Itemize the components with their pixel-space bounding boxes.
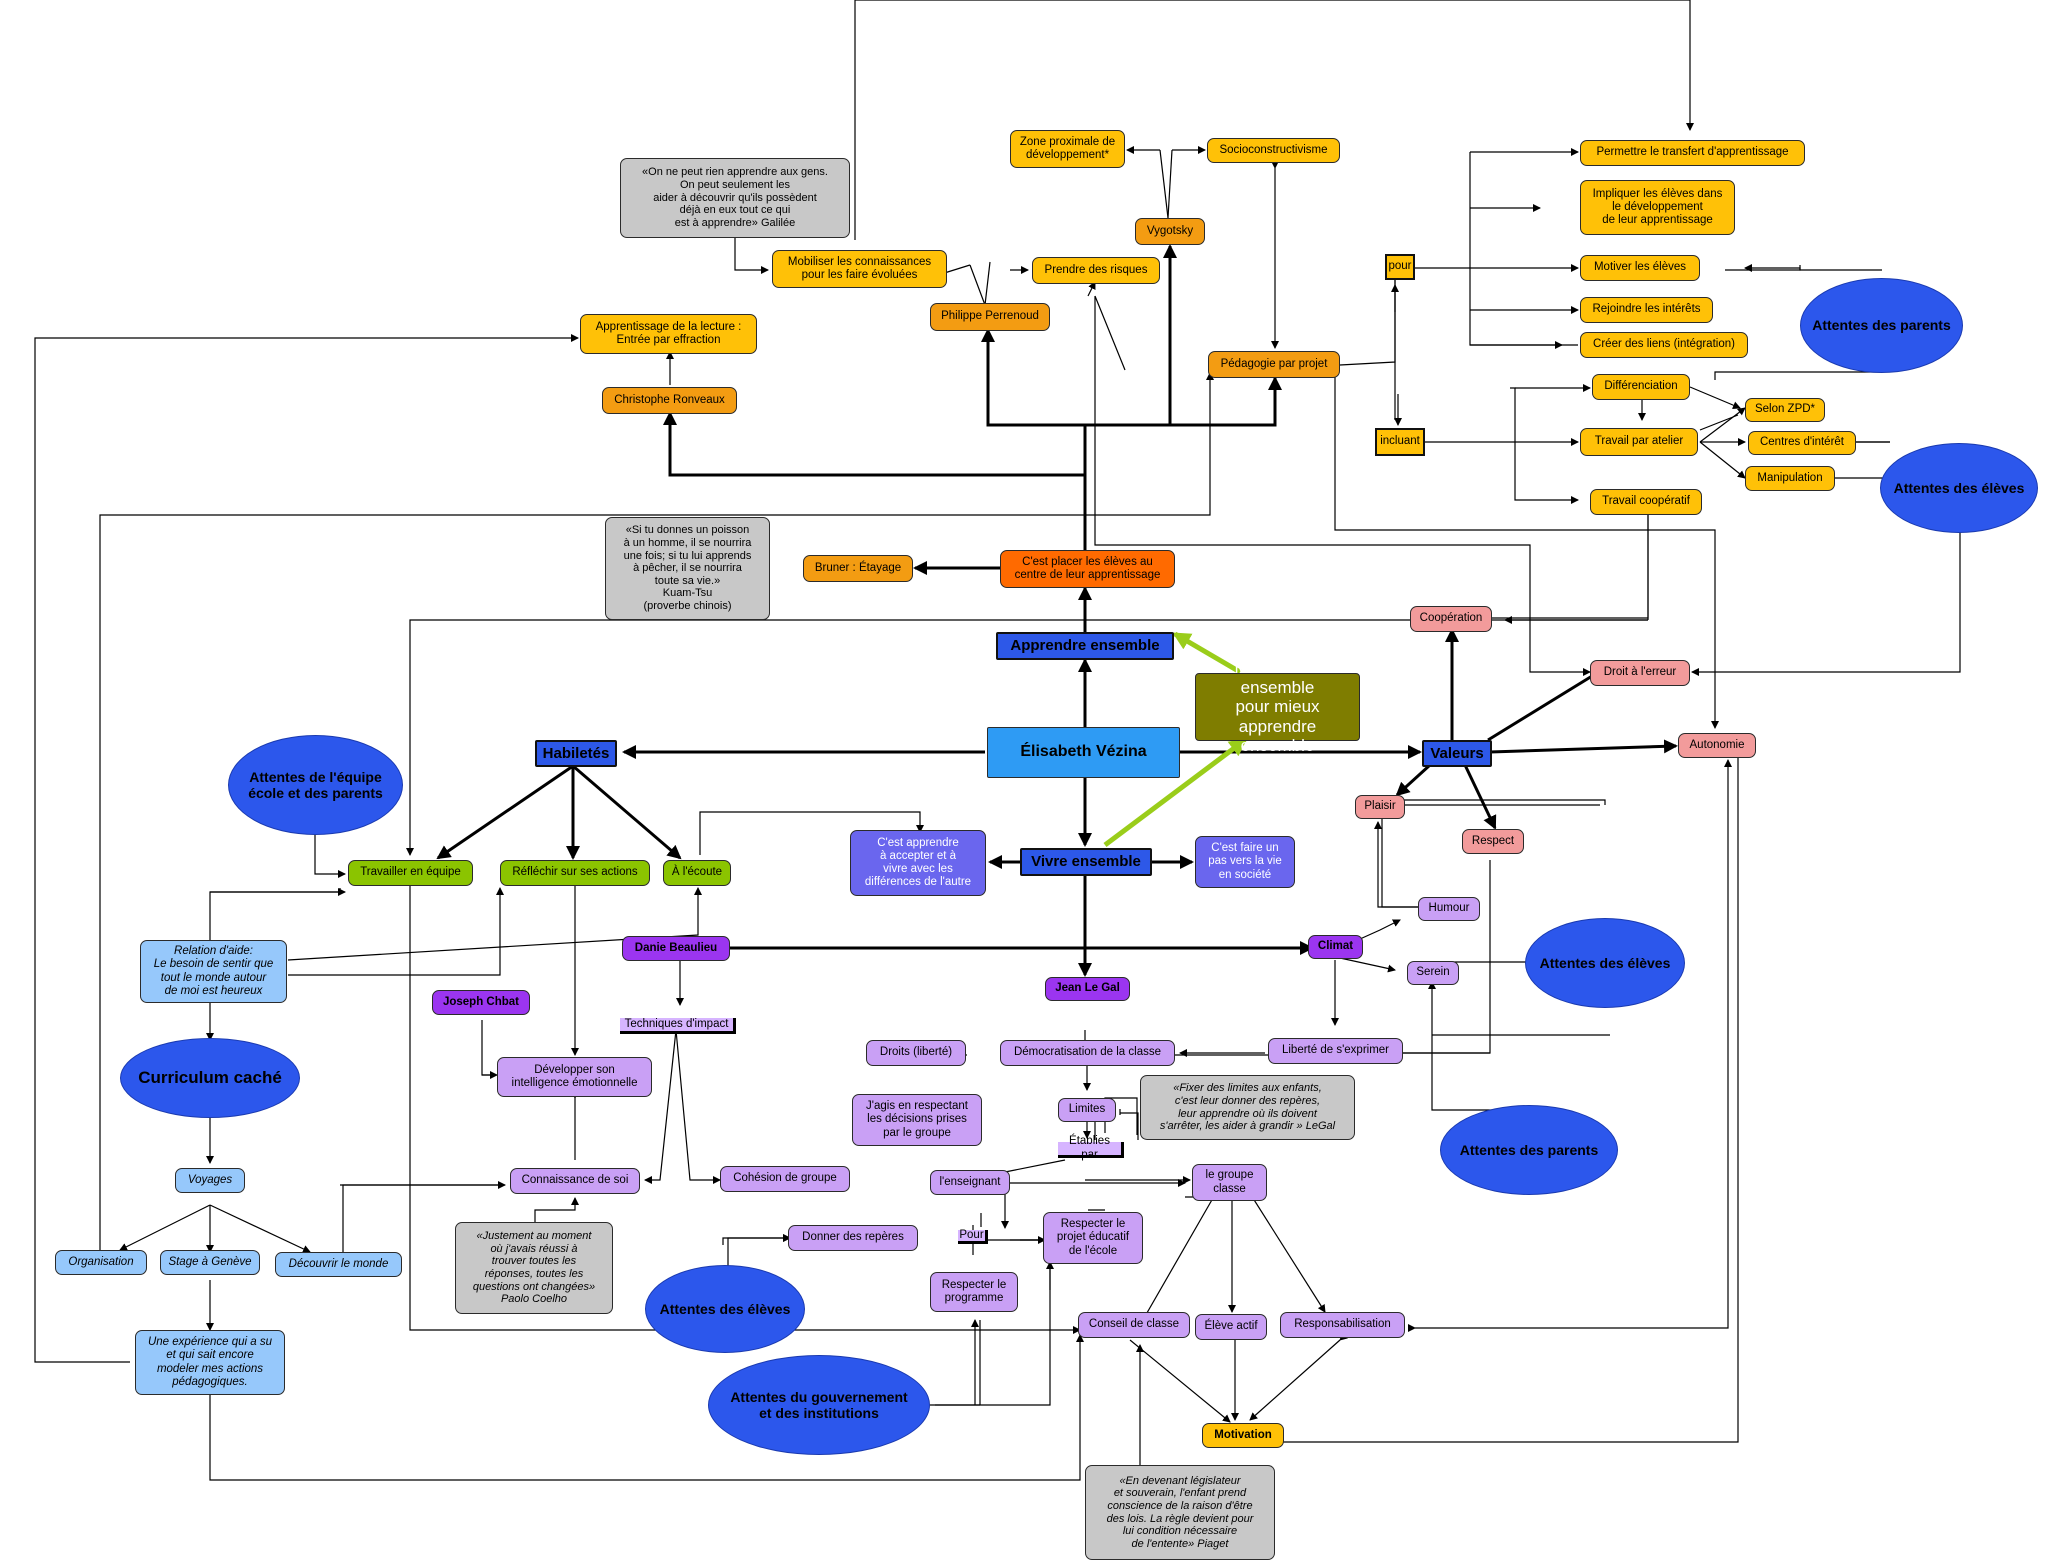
node-jagis-respectant[interactable]: J'agis en respectant les décisions prise… bbox=[852, 1094, 982, 1146]
node-selon-zpd[interactable]: Selon ZPD* bbox=[1745, 398, 1825, 422]
node-donner-reperes[interactable]: Donner des repères bbox=[788, 1225, 918, 1251]
node-techniques-impact[interactable]: Techniques d'impact bbox=[620, 1018, 736, 1034]
node-manipulation[interactable]: Manipulation bbox=[1745, 466, 1835, 491]
node-cohesion-groupe[interactable]: Cohésion de groupe bbox=[720, 1166, 850, 1192]
ellipse-attentes-gouvernement[interactable]: Attentes du gouvernement et des institut… bbox=[708, 1355, 930, 1455]
node-limites[interactable]: Limites bbox=[1058, 1098, 1116, 1122]
node-habiletes[interactable]: Habiletés bbox=[535, 740, 617, 767]
node-humour[interactable]: Humour bbox=[1418, 897, 1480, 921]
node-apprendre-accepter[interactable]: C'est apprendre à accepter et à vivre av… bbox=[850, 830, 986, 896]
node-developper-intelligence[interactable]: Développer son intelligence émotionnelle bbox=[497, 1057, 652, 1097]
node-connaissance-soi[interactable]: Connaissance de soi bbox=[510, 1168, 640, 1194]
node-liberte-exprimer[interactable]: Liberté de s'exprimer bbox=[1268, 1038, 1403, 1064]
quote-paolo-coelho: «Justement au moment où j'avais réussi à… bbox=[455, 1222, 613, 1314]
ellipse-attentes-parents-bottom[interactable]: Attentes des parents bbox=[1440, 1105, 1618, 1195]
node-valeurs[interactable]: Valeurs bbox=[1422, 740, 1492, 767]
node-travail-atelier[interactable]: Travail par atelier bbox=[1580, 428, 1698, 456]
node-pour-small[interactable]: Pour bbox=[958, 1229, 988, 1244]
node-responsabilisation[interactable]: Responsabilisation bbox=[1280, 1312, 1405, 1338]
node-cooperation[interactable]: Coopération bbox=[1410, 606, 1492, 632]
node-organisation[interactable]: Organisation bbox=[55, 1250, 147, 1275]
node-centres-interet[interactable]: Centres d'intérêt bbox=[1748, 431, 1856, 455]
node-zone-proximale[interactable]: Zone proximale de développement* bbox=[1010, 130, 1125, 168]
node-rejoindre-interets[interactable]: Rejoindre les intérêts bbox=[1580, 297, 1713, 323]
node-pour[interactable]: pour bbox=[1385, 254, 1415, 280]
node-climat[interactable]: Climat bbox=[1308, 935, 1363, 959]
node-danie-beaulieu[interactable]: Danie Beaulieu bbox=[622, 936, 730, 961]
node-conseil-classe[interactable]: Conseil de classe bbox=[1078, 1312, 1190, 1338]
node-motivation[interactable]: Motivation bbox=[1202, 1423, 1284, 1448]
node-permettre-transfert[interactable]: Permettre le transfert d'apprentissage bbox=[1580, 140, 1805, 166]
node-reflechir-actions[interactable]: Réfléchir sur ses actions bbox=[500, 860, 650, 886]
node-faire-pas-societe[interactable]: C'est faire un pas vers la vie en sociét… bbox=[1195, 836, 1295, 888]
node-prendre-risques[interactable]: Prendre des risques bbox=[1032, 257, 1160, 284]
node-eleve-actif[interactable]: Élève actif bbox=[1195, 1314, 1267, 1340]
node-bruner-etayage[interactable]: Bruner : Étayage bbox=[803, 555, 913, 582]
node-philippe-perrenoud[interactable]: Philippe Perrenoud bbox=[930, 303, 1050, 331]
node-joseph-chbat[interactable]: Joseph Chbat bbox=[432, 990, 530, 1015]
node-vivre-ensemble[interactable]: Vivre ensemble bbox=[1020, 848, 1152, 876]
node-droit-erreur[interactable]: Droit à l'erreur bbox=[1590, 660, 1690, 686]
ellipse-curriculum-cache[interactable]: Curriculum caché bbox=[120, 1038, 300, 1118]
node-socioconstructivisme[interactable]: Socioconstructivisme bbox=[1207, 138, 1340, 163]
node-travailler-equipe[interactable]: Travailler en équipe bbox=[348, 860, 473, 886]
node-respecter-projet[interactable]: Respecter le projet éducatif de l'école bbox=[1043, 1212, 1143, 1264]
node-motiver-eleves[interactable]: Motiver les élèves bbox=[1580, 255, 1700, 281]
node-travail-cooperatif[interactable]: Travail coopératif bbox=[1590, 489, 1702, 515]
central-node-elisabeth-vezina[interactable]: Élisabeth Vézina bbox=[987, 727, 1180, 778]
node-impliquer-eleves[interactable]: Impliquer les élèves dans le développeme… bbox=[1580, 180, 1735, 235]
node-plaisir[interactable]: Plaisir bbox=[1355, 795, 1405, 819]
node-differenciation[interactable]: Différenciation bbox=[1592, 374, 1690, 400]
ellipse-attentes-eleves-bottom[interactable]: Attentes des élèves bbox=[645, 1265, 805, 1353]
ellipse-attentes-eleves-right[interactable]: Attentes des élèves bbox=[1880, 443, 2038, 533]
node-groupe-classe[interactable]: le groupe classe bbox=[1192, 1164, 1267, 1201]
node-stage-geneve[interactable]: Stage à Genève bbox=[160, 1250, 260, 1275]
node-pedagogie-projet[interactable]: Pédagogie par projet bbox=[1208, 351, 1340, 378]
quote-galilee: «On ne peut rien apprendre aux gens. On … bbox=[620, 158, 850, 238]
node-relation-aide[interactable]: Relation d'aide: Le besoin de sentir que… bbox=[140, 940, 287, 1003]
node-mobiliser-connaissances[interactable]: Mobiliser les connaissances pour les fai… bbox=[772, 250, 947, 288]
ellipse-attentes-equipe-ecole[interactable]: Attentes de l'équipe école et des parent… bbox=[228, 735, 403, 835]
node-enseignant[interactable]: l'enseignant bbox=[930, 1170, 1010, 1195]
node-etablies-par[interactable]: Établies par bbox=[1058, 1135, 1124, 1161]
node-vygotsky[interactable]: Vygotsky bbox=[1135, 218, 1205, 245]
node-a-lecoute[interactable]: À l'écoute bbox=[663, 860, 731, 886]
node-mieux-vivre-ensemble[interactable]: Mieux vivre ensemble pour mieux apprendr… bbox=[1195, 658, 1360, 755]
ellipse-attentes-eleves-mid[interactable]: Attentes des élèves bbox=[1525, 918, 1685, 1008]
ellipse-attentes-parents-top[interactable]: Attentes des parents bbox=[1800, 278, 1963, 373]
node-respect[interactable]: Respect bbox=[1462, 829, 1524, 854]
node-democratisation-classe[interactable]: Démocratisation de la classe bbox=[1000, 1040, 1175, 1066]
node-autonomie[interactable]: Autonomie bbox=[1678, 733, 1756, 758]
quote-kuam-tsu: «Si tu donnes un poisson à un homme, il … bbox=[605, 517, 770, 620]
node-apprendre-ensemble[interactable]: Apprendre ensemble bbox=[996, 632, 1174, 660]
node-respecter-programme[interactable]: Respecter le programme bbox=[930, 1272, 1018, 1312]
node-jean-le-gal[interactable]: Jean Le Gal bbox=[1045, 977, 1130, 1001]
node-serein[interactable]: Serein bbox=[1407, 961, 1459, 985]
quote-legal: «Fixer des limites aux enfants, c'est le… bbox=[1140, 1075, 1355, 1140]
node-christophe-ronveaux[interactable]: Christophe Ronveaux bbox=[602, 387, 737, 414]
node-placer-eleves-centre[interactable]: C'est placer les élèves au centre de leu… bbox=[1000, 550, 1175, 588]
quote-piaget: «En devenant législateur et souverain, l… bbox=[1085, 1465, 1275, 1560]
node-incluant[interactable]: incluant bbox=[1375, 428, 1425, 456]
node-decouvrir-monde[interactable]: Découvrir le monde bbox=[275, 1252, 402, 1277]
node-droits-liberte[interactable]: Droits (liberté) bbox=[866, 1040, 966, 1066]
node-creer-liens[interactable]: Créer des liens (intégration) bbox=[1580, 332, 1748, 358]
node-experience[interactable]: Une expérience qui a su et qui sait enco… bbox=[135, 1330, 285, 1395]
node-apprentissage-lecture[interactable]: Apprentissage de la lecture : Entrée par… bbox=[580, 314, 757, 354]
node-voyages[interactable]: Voyages bbox=[175, 1168, 245, 1193]
